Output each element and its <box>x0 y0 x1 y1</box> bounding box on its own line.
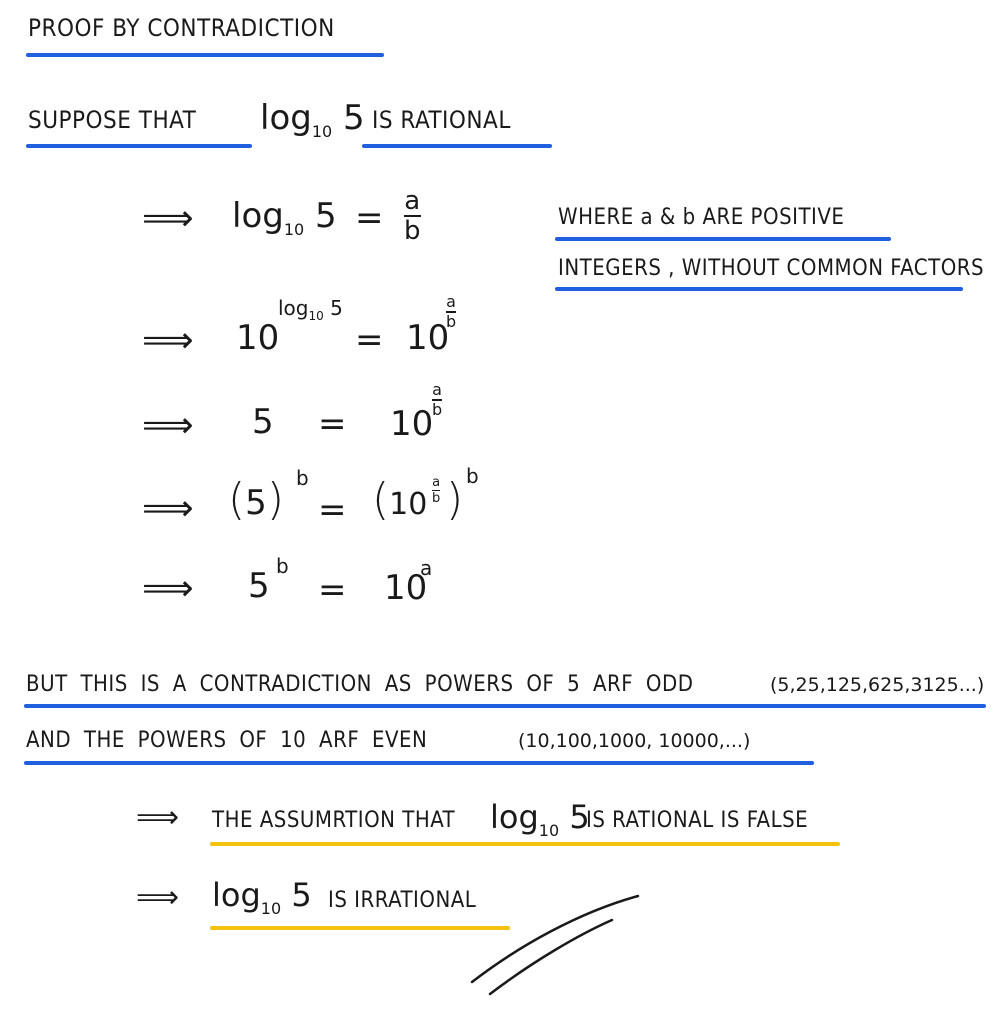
conclusion2-suffix: IS IRRATIONAL <box>328 888 477 913</box>
contradiction-line1: BUT THIS IS A CONTRADICTION AS POWERS OF… <box>26 672 694 697</box>
conclusion1-log-expr: log10 5 <box>490 798 590 840</box>
step4-rhs-exponent: b <box>466 464 479 488</box>
step5-lhs-exponent: b <box>276 554 289 578</box>
step4-rhs: (10 <box>372 474 428 525</box>
conclusion1-arrow: ⟹ <box>136 800 180 835</box>
conclusion2-arrow: ⟹ <box>136 880 180 915</box>
step5-rhs-exponent: a <box>420 556 433 580</box>
suppose-suffix: IS RATIONAL <box>372 106 511 134</box>
step2-rhs: 10 <box>406 318 450 358</box>
suppose-prefix: SUPPOSE THAT <box>28 106 197 134</box>
step4-equals: = <box>318 490 347 530</box>
qed-stroke-1 <box>470 894 640 984</box>
step5-rhs: 10 <box>384 568 428 608</box>
step4-lhs-exponent: b <box>296 466 309 490</box>
step5-lhs: 5 <box>248 566 270 606</box>
conclusion1-prefix: THE ASSUMRTION THAT <box>212 808 456 833</box>
step3-rhs: 10 <box>390 404 434 444</box>
note-underline1 <box>555 237 891 241</box>
contradiction-underline2 <box>24 761 814 765</box>
step1-arrow: ⟹ <box>142 198 194 239</box>
suppose-underline-left <box>26 144 252 148</box>
step2-equals: = <box>355 320 384 360</box>
step4-arrow: ⟹ <box>142 488 194 529</box>
suppose-log-expr: log10 5 <box>260 98 365 141</box>
heading: PROOF BY CONTRADICTION <box>28 14 335 42</box>
step3-arrow: ⟹ <box>142 405 194 446</box>
step3-lhs: 5 <box>252 402 274 442</box>
note-underline2 <box>555 287 963 291</box>
conclusion1-underline <box>210 842 840 846</box>
step2-arrow: ⟹ <box>142 320 194 361</box>
step2-exponent: log10 5 <box>278 296 343 323</box>
conclusion1-suffix: IS RATIONAL IS FALSE <box>586 808 809 833</box>
suppose-underline-right <box>362 144 552 148</box>
qed-stroke-2 <box>488 918 614 996</box>
contradiction-line2: AND THE POWERS OF 10 ARF EVEN <box>26 728 428 753</box>
contradiction-list2: (10,100,1000, 10000,...) <box>518 730 751 752</box>
note-line1: WHERE a & b ARE POSITIVE <box>558 205 845 230</box>
note-line2: INTEGERS , WITHOUT COMMON FACTORS <box>558 256 985 281</box>
step5-equals: = <box>318 570 347 610</box>
contradiction-list1: (5,25,125,625,3125...) <box>770 674 985 696</box>
step3-equals: = <box>318 404 347 444</box>
step1-equals: = <box>355 198 384 238</box>
step2-lhs: 10 <box>236 318 280 358</box>
step1-lhs: log10 5 <box>232 196 337 239</box>
qed-mark <box>470 894 640 996</box>
step4-lhs: (5) <box>228 474 284 525</box>
conclusion2-log-expr: log10 5 <box>212 876 312 918</box>
step4-rhs-close: ) <box>446 474 464 525</box>
contradiction-underline1 <box>24 704 986 708</box>
conclusion2-underline <box>210 926 510 930</box>
heading-underline <box>26 53 384 57</box>
step5-arrow: ⟹ <box>142 568 194 609</box>
